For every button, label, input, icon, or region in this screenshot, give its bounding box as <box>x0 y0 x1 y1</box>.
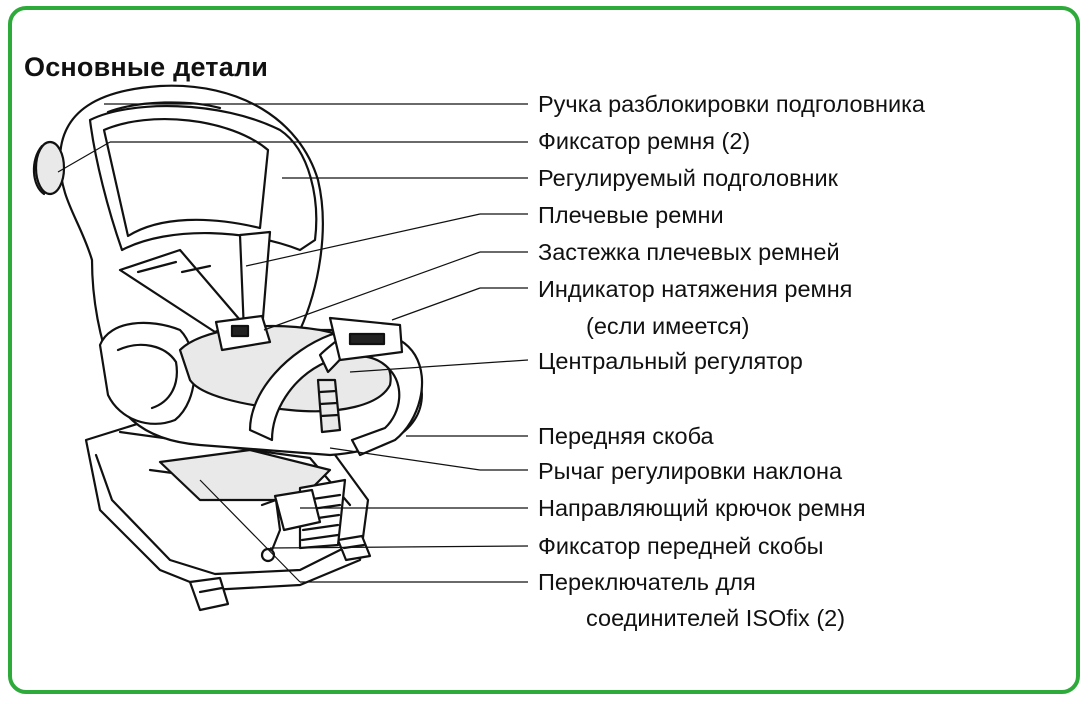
leader-central-adjuster <box>349 359 529 373</box>
label-front-guard: Передняя скоба <box>538 423 714 449</box>
label-isofix-switch-cont: соединителей ISOfix (2) <box>586 605 846 631</box>
strap-fixer-lines <box>136 260 212 274</box>
buckle-button <box>230 324 250 338</box>
label-shoulder-strap-buckle: Застежка плечевых ремней <box>538 239 840 265</box>
label-central-adjuster: Центральный регулятор <box>538 348 803 374</box>
leader-buckle <box>263 251 481 331</box>
label-headrest-release-handle: Ручка разблокировки подголовника <box>538 91 925 117</box>
leader-isofix-switch <box>199 479 301 583</box>
isofix-connector-left-slot <box>198 586 224 594</box>
release-handle-rim <box>32 144 46 196</box>
label-recline-lever: Рычаг регулировки наклона <box>538 458 843 484</box>
leader-guard-lock <box>269 545 529 549</box>
central-adjuster <box>273 488 322 532</box>
leader-recline-lever <box>329 447 481 471</box>
label-belt-guide-hook: Направляющий крючок ремня <box>538 495 866 521</box>
leader-lines <box>57 103 529 583</box>
tension-indicator-window <box>348 332 386 346</box>
headrest-top-highlight <box>106 101 222 114</box>
green-border-frame <box>8 6 1080 694</box>
label-isofix-switch: Переключатель для <box>538 569 756 595</box>
label-front-guard-lock: Фиксатор передней скобы <box>538 533 824 559</box>
label-tension-indicator: Индикатор натяжения ремня <box>538 276 853 302</box>
label-shoulder-straps: Плечевые ремни <box>538 202 724 228</box>
side-wing-left-inner <box>116 343 178 410</box>
leader-tension <box>391 287 481 321</box>
leader-strap-fixer <box>57 141 111 173</box>
leader-shoulder-straps <box>245 213 481 267</box>
label-tension-indicator-note: (если имеется) <box>586 313 750 339</box>
car-seat-drawing <box>32 84 424 612</box>
isofix-connector-left <box>188 576 230 612</box>
crotch-strap <box>316 378 342 434</box>
isofix-connector-right <box>336 534 372 562</box>
adjuster-pull-handle <box>260 498 282 562</box>
label-adjustable-headrest: Регулируемый подголовник <box>538 165 838 191</box>
headrest-inner-panel <box>102 118 270 238</box>
front-guard-bar <box>248 329 424 457</box>
label-strap-fixer: Фиксатор ремня (2) <box>538 128 751 154</box>
crotch-strap-lines <box>318 389 340 418</box>
base-inner-line <box>94 453 352 576</box>
diagram-title: Основные детали <box>24 52 269 82</box>
